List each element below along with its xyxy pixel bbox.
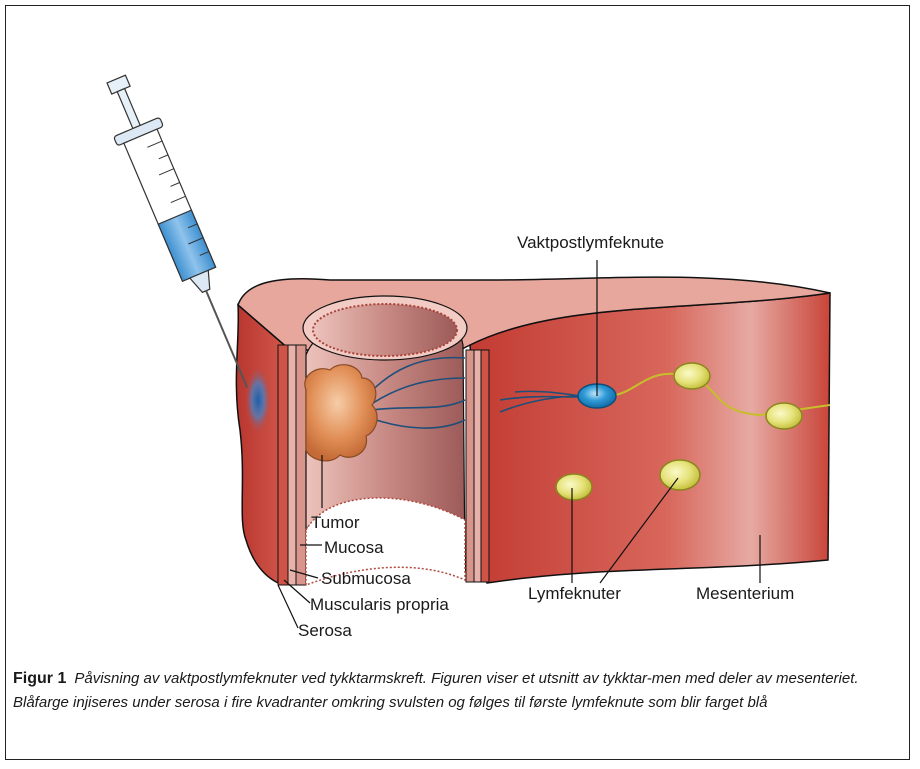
lymph-node-3 (556, 474, 592, 500)
lymph-node-2 (766, 403, 802, 429)
tumor-mass (305, 365, 377, 461)
label-tumor: Tumor (311, 513, 360, 532)
label-mucosa: Mucosa (324, 538, 384, 557)
label-serosa: Serosa (298, 621, 352, 640)
lymph-node-4 (660, 460, 700, 490)
lumen-hole (313, 304, 457, 356)
mesentery-wall (470, 293, 830, 583)
label-lymph-nodes: Lymfeknuter (528, 584, 621, 603)
caption-label: Figur 1 (13, 670, 66, 687)
muscularis-layer-left (278, 345, 288, 585)
dye-injection-spot (245, 366, 271, 434)
label-mesenterium: Mesenterium (696, 584, 794, 603)
submucosa-layer-right (474, 350, 481, 582)
submucosa-layer-left (288, 345, 296, 585)
mucosa-layer-right (466, 350, 474, 582)
lymph-node-1 (674, 363, 710, 389)
label-muscularis: Muscularis propria (310, 595, 449, 614)
muscularis-layer-right (481, 350, 489, 582)
label-sentinel-node: Vaktpostlymfeknute (517, 233, 664, 252)
label-submucosa: Submucosa (321, 569, 411, 588)
caption-text: Påvisning av vaktpostlymfeknuter ved tyk… (13, 670, 859, 711)
